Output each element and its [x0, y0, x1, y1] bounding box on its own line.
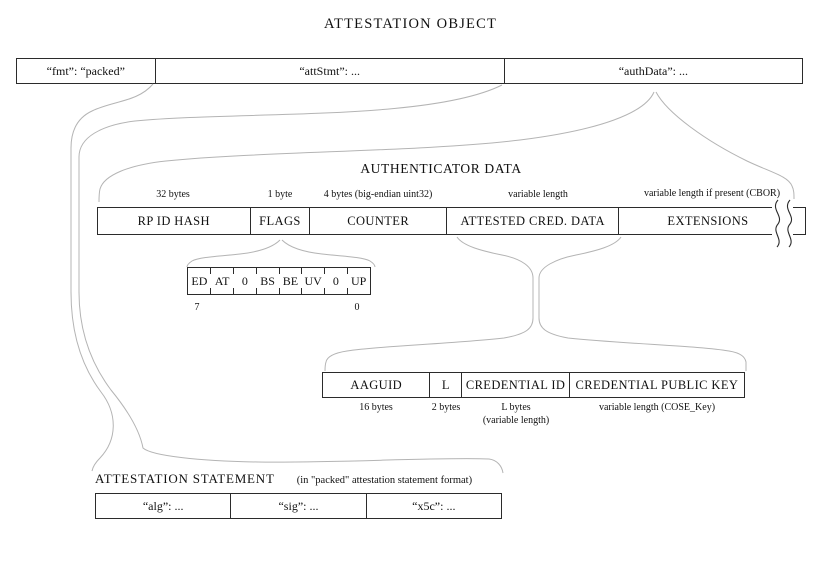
credential-id-size-line1: L bytes: [501, 402, 531, 413]
authdata-brace-left-arm: [98, 91, 655, 203]
length-size-label: 2 bytes: [431, 402, 461, 413]
credential-public-key-size-label: variable length (COSE_Key): [598, 402, 716, 413]
aaguid-cell: AAGUID: [323, 373, 431, 397]
attested-credential-data-box: AAGUID L CREDENTIAL ID CREDENTIAL PUBLIC…: [322, 372, 745, 398]
sig-cell: “sig”: ...: [231, 494, 367, 518]
credential-id-size-line2: (variable length): [482, 414, 550, 426]
fmt-cell: “fmt”: “packed”: [17, 59, 156, 83]
credential-id-length-cell: L: [430, 373, 463, 397]
extensions-size-label: variable length if present (CBOR): [643, 188, 781, 199]
attestation-statement-title: ATTESTATION STATEMENT: [95, 471, 275, 486]
attested-cred-funnel-right-edge: [538, 236, 747, 371]
authenticator-data-title: AUTHENTICATOR DATA: [360, 161, 522, 176]
attestation-statement-subtitle: (in "packed" attestation statement forma…: [296, 475, 473, 486]
rp-id-hash-cell: RP ID HASH: [98, 208, 251, 234]
credential-id-size-label: L bytes (variable length): [483, 402, 549, 427]
flags-brace-left-arm: [186, 239, 281, 268]
flag-bit-at: AT: [210, 268, 234, 294]
authenticator-data-box: RP ID HASH FLAGS COUNTER ATTESTED CRED. …: [97, 207, 806, 235]
counter-size-label: 4 bytes (big-endian uint32): [323, 189, 433, 200]
flag-bit-be: BE: [278, 268, 302, 294]
aaguid-size-label: 16 bytes: [359, 402, 393, 413]
extensions-cell: EXTENSIONS: [667, 213, 749, 228]
authdata-cell: “authData”: ...: [618, 63, 689, 78]
attstmt-funnel-left-edge: [70, 83, 154, 472]
attstmt-cell: “attStmt”: ...: [156, 59, 505, 83]
attested-cred-data-size-label: variable length: [508, 189, 568, 200]
flag-bit-uv: UV: [301, 268, 325, 294]
attestation-statement-box: “alg”: ... “sig”: ... “x5c”: ...: [95, 493, 502, 519]
authdata-brace-right-arm: [655, 91, 795, 200]
attestation-statement-header: ATTESTATION STATEMENT (in "packed" attes…: [95, 471, 472, 487]
counter-cell: COUNTER: [310, 208, 447, 234]
attestation-object-box: “fmt”: “packed” “attStmt”: ... “authData…: [16, 58, 803, 84]
flags-low-bit-number: 0: [354, 302, 360, 313]
flag-bit-rfu0: 0: [324, 268, 348, 294]
flag-bit-up: UP: [346, 268, 370, 294]
flag-bit-rfu1: 0: [233, 268, 257, 294]
flag-bit-bs: BS: [255, 268, 279, 294]
flags-size-label: 1 byte: [267, 189, 293, 200]
credential-id-cell: CREDENTIAL ID: [462, 373, 570, 397]
page-title: ATTESTATION OBJECT: [323, 16, 498, 32]
x5c-cell: “x5c”: ...: [412, 498, 456, 513]
flag-bit-ed: ED: [191, 273, 208, 288]
flags-brace-right-arm: [281, 239, 376, 268]
attested-cred-data-cell: ATTESTED CRED. DATA: [447, 208, 620, 234]
flags-high-bit-number: 7: [194, 302, 200, 313]
credential-public-key-cell: CREDENTIAL PUBLIC KEY: [575, 377, 739, 392]
flags-cell: FLAGS: [251, 208, 311, 234]
alg-cell: “alg”: ...: [96, 494, 232, 518]
rp-id-hash-size-label: 32 bytes: [156, 189, 190, 200]
flags-bits-box: ED AT 0 BS BE UV 0 UP: [187, 267, 371, 295]
